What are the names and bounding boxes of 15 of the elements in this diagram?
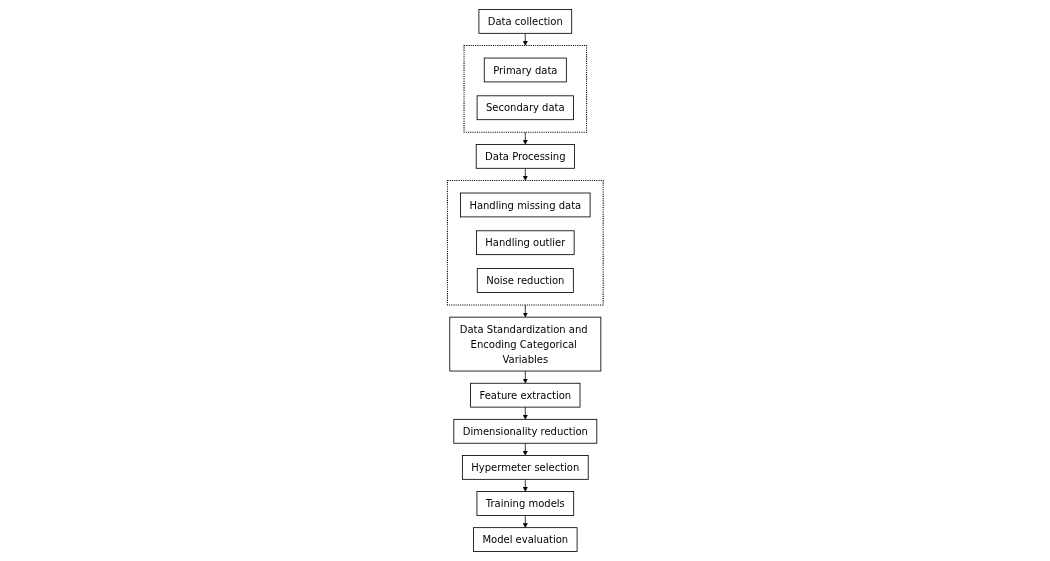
node-box: Training models: [476, 491, 574, 516]
node-box: Model evaluation: [472, 527, 578, 552]
node-box: Feature extraction: [469, 382, 581, 408]
cluster: [463, 45, 587, 133]
node-box: Data collection: [478, 9, 572, 34]
node-box: Handling missing data: [459, 192, 591, 218]
cluster: [446, 179, 604, 306]
node-box: Secondary data: [476, 95, 574, 121]
node-box: Data Standardization and Encoding Categorical Variables: [449, 316, 601, 372]
node-box: Data Processing: [475, 144, 575, 169]
node-box: Dimensionality reduction: [453, 418, 597, 444]
node-box: Hypermeter selection: [461, 455, 589, 480]
node-box: Primary data: [483, 57, 567, 83]
node-box: Handling outlier: [475, 230, 575, 256]
node-box: Noise reduction: [476, 268, 574, 293]
